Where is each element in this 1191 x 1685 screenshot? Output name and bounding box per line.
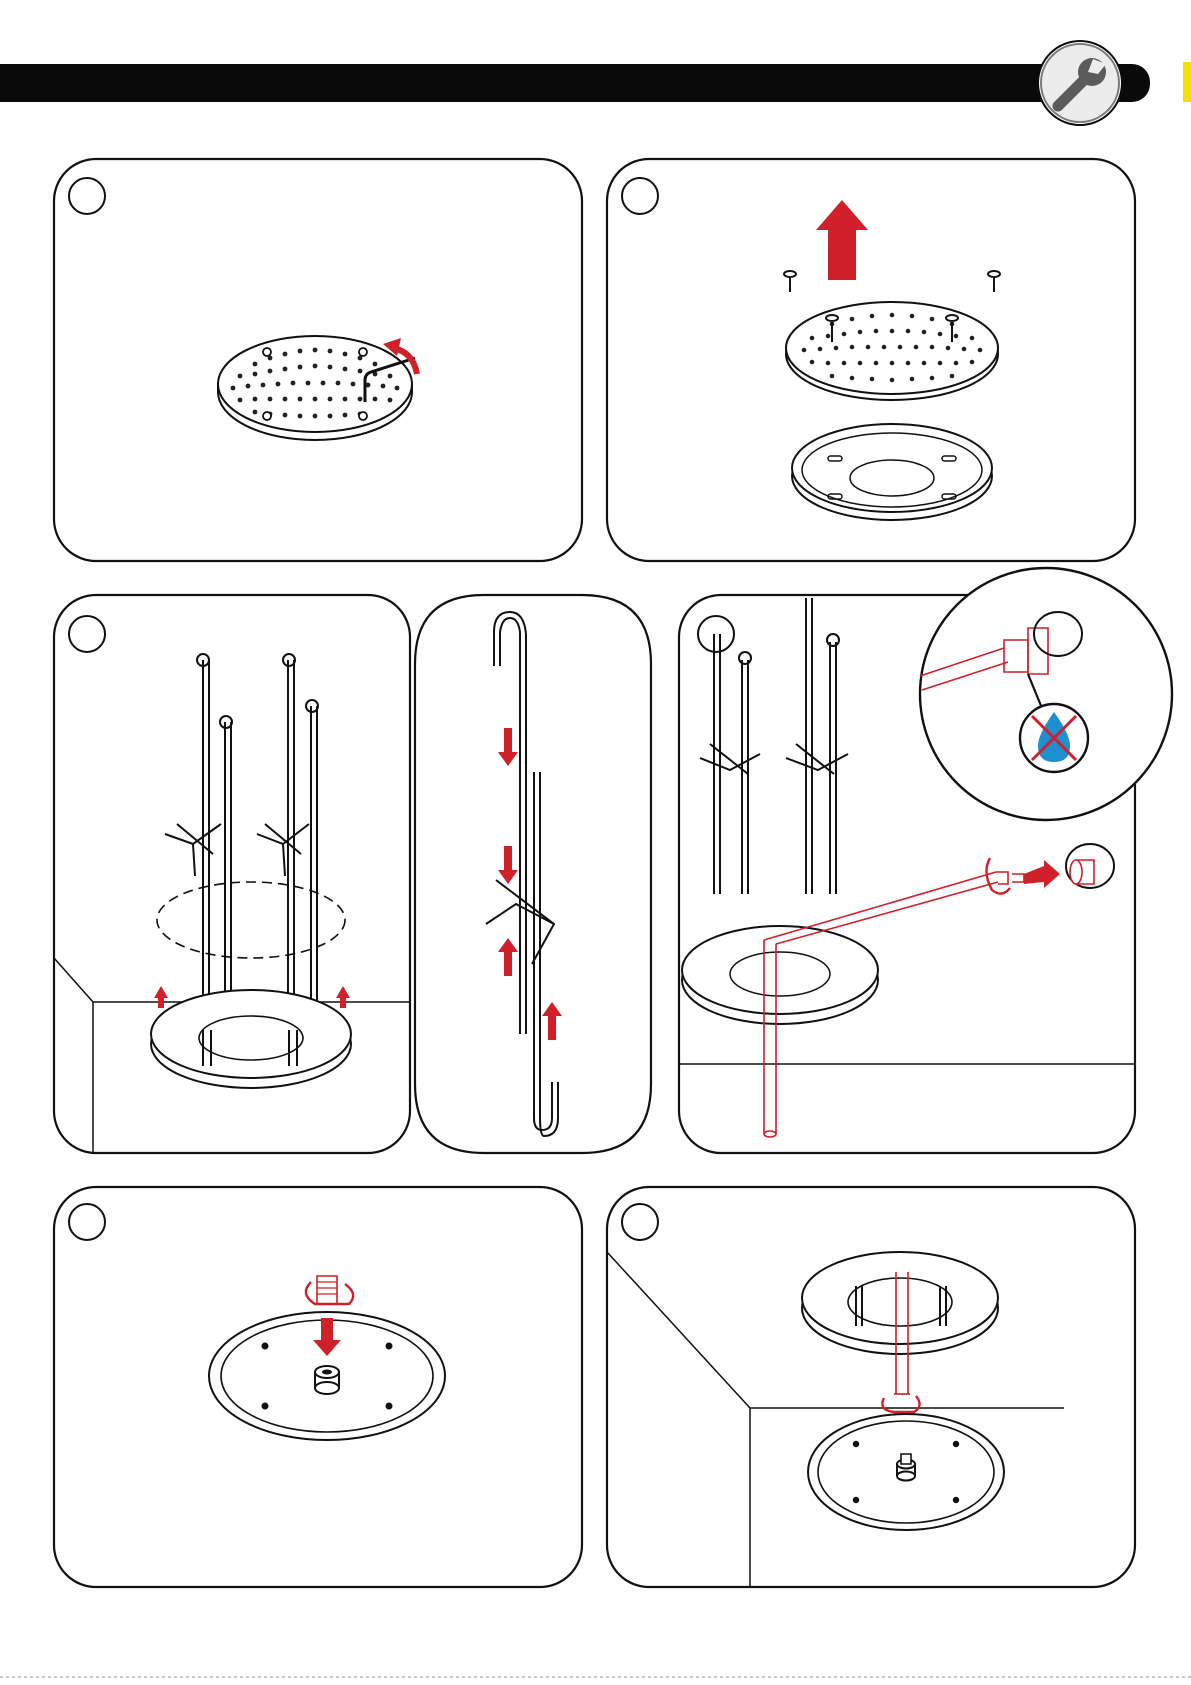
no-water-icon <box>1020 704 1088 772</box>
panel-step-hook-detail <box>414 594 652 1154</box>
wall-fitting <box>1066 844 1114 888</box>
panel-step-remove-screws <box>53 158 583 562</box>
mounting-ring <box>682 926 878 1024</box>
inset-magnifier <box>918 566 1174 822</box>
mounting-ring <box>802 1252 998 1354</box>
wrench-icon <box>1038 41 1122 125</box>
base-plate-icon <box>808 1414 1004 1530</box>
shower-head-plate <box>218 336 417 440</box>
panel-step-attach-plate <box>606 1186 1136 1588</box>
panel-step-lift-plate <box>606 158 1136 562</box>
mounting-ring <box>151 990 351 1088</box>
mounting-ring <box>792 424 992 520</box>
panel-step-hang-rods <box>53 594 411 1154</box>
header-bar <box>0 0 1191 140</box>
footer-rule <box>0 1674 1191 1680</box>
panel-step-screw-nipple <box>53 1186 583 1588</box>
